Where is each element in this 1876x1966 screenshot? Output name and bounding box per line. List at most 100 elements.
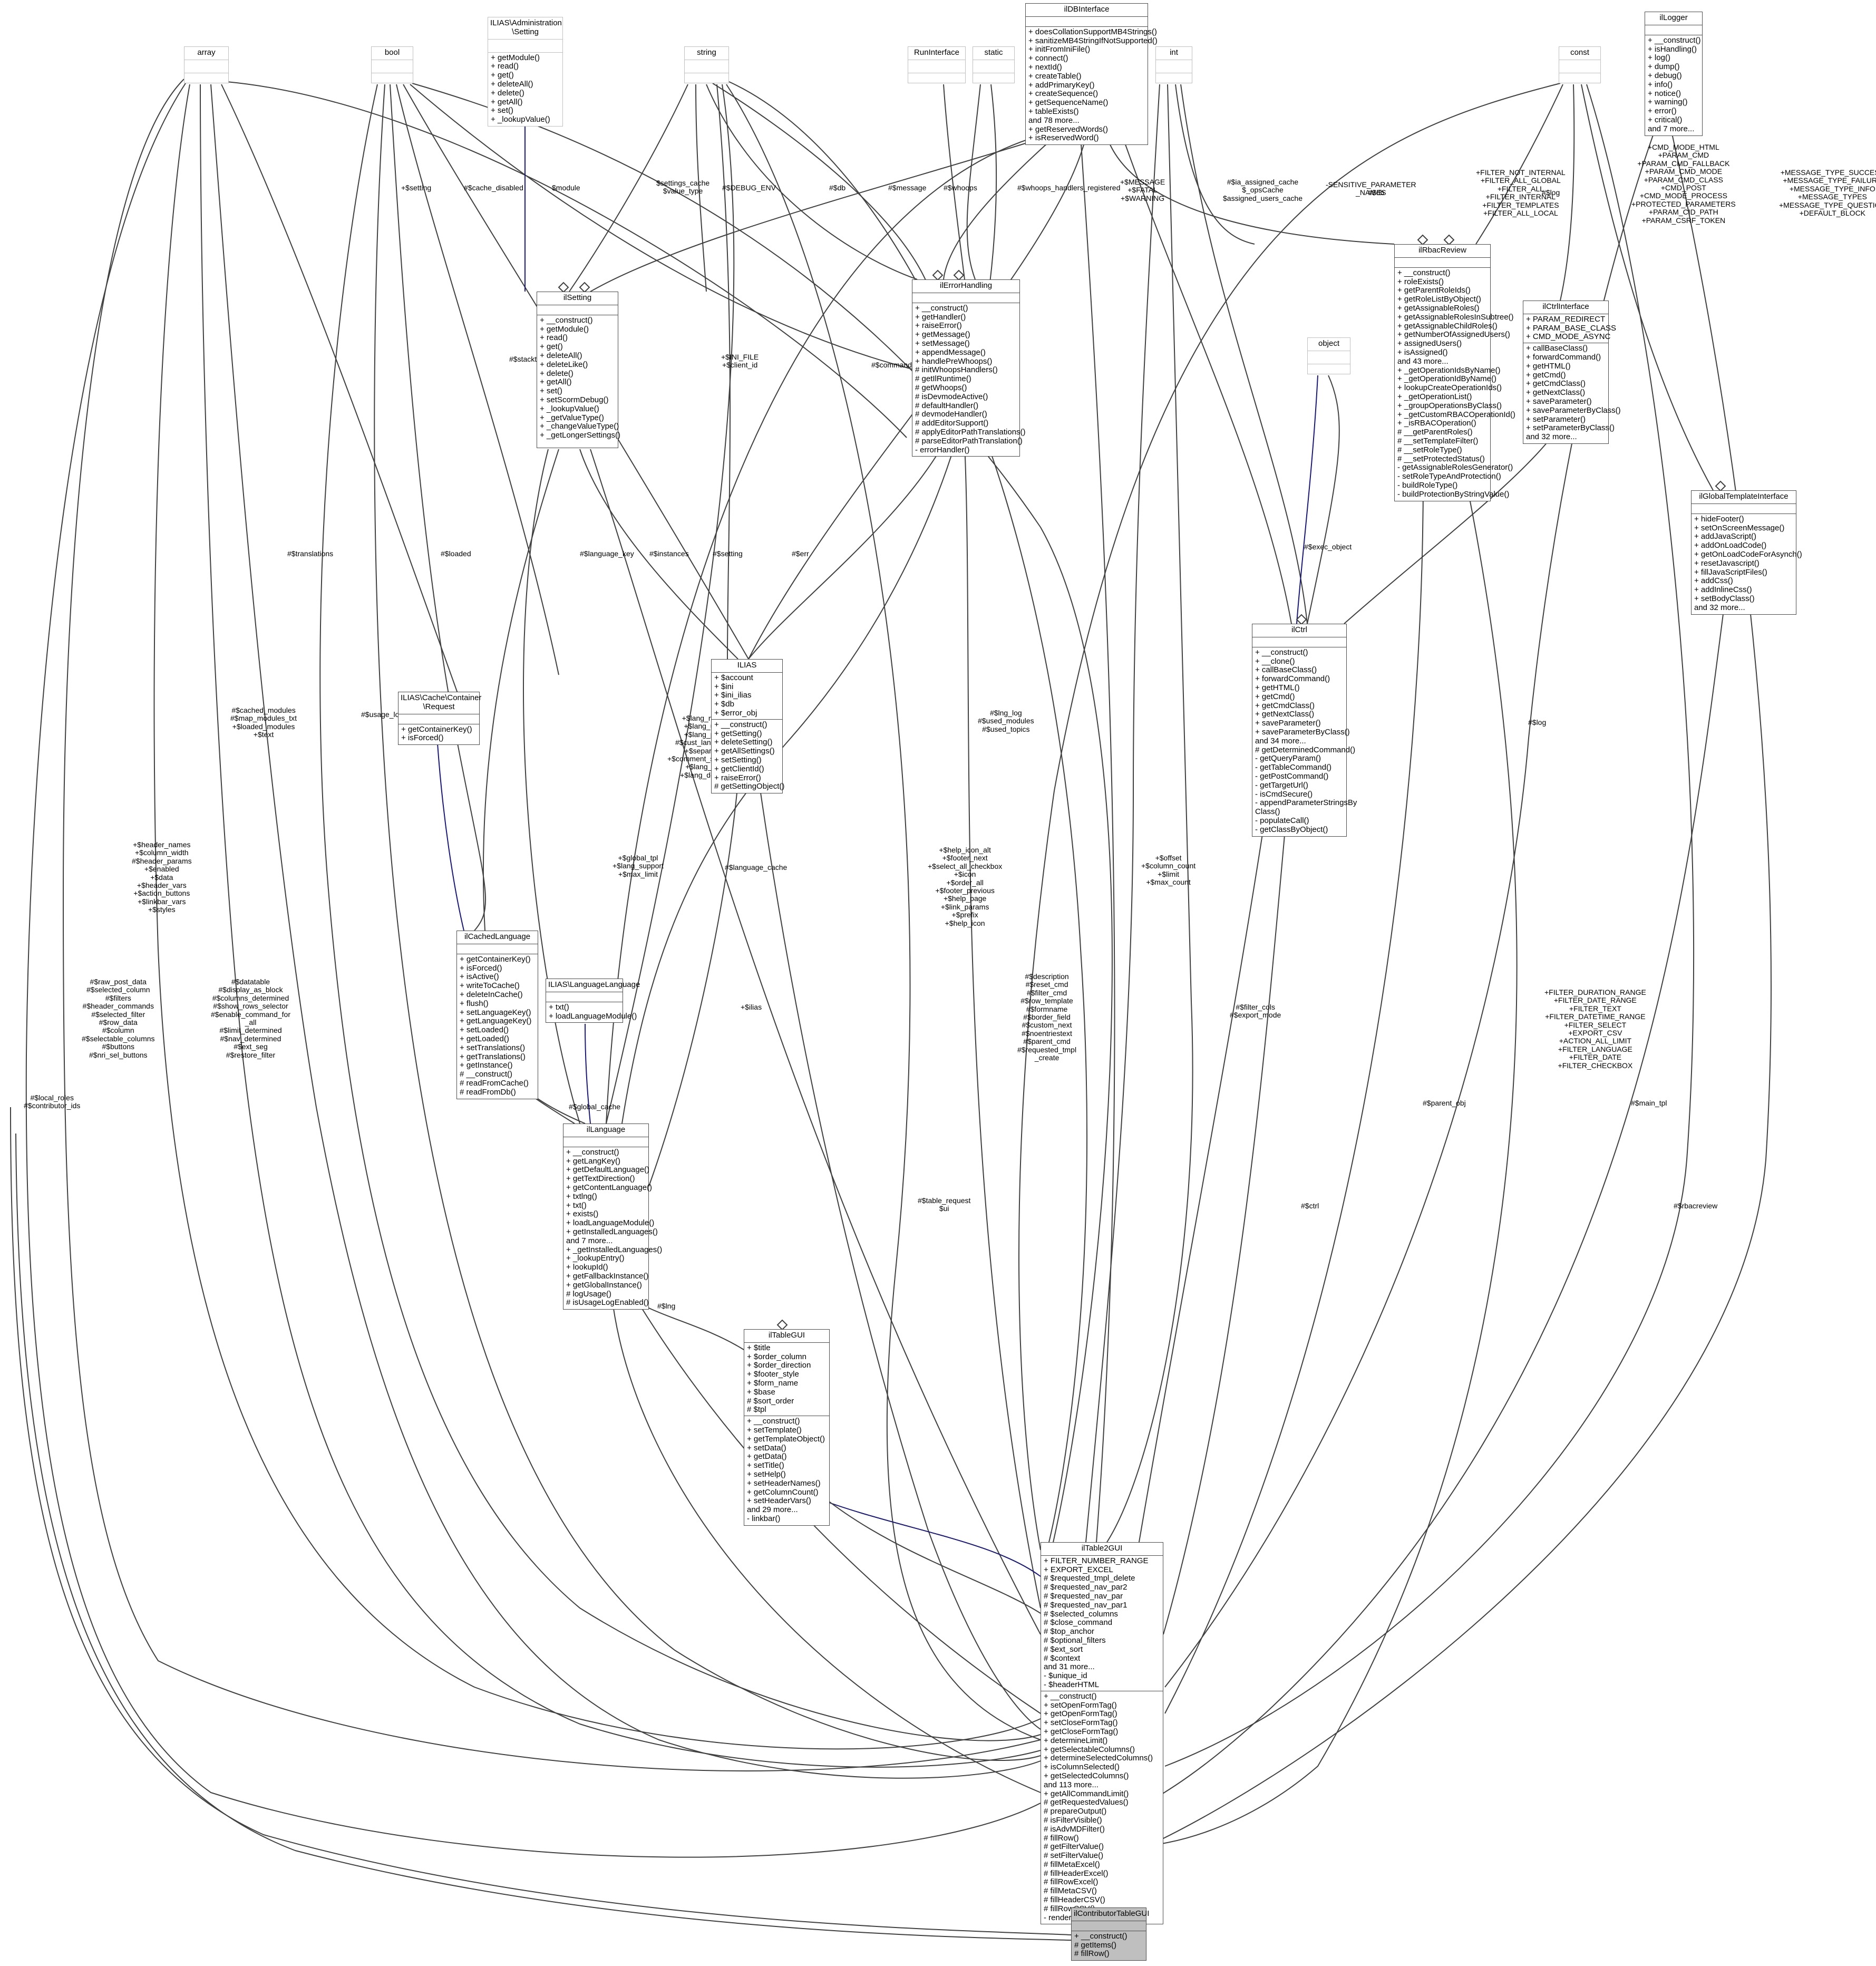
attribute-row: + EXPORT_EXCEL (1044, 1565, 1113, 1574)
operation-row: + setSetting() (714, 755, 762, 764)
class-node-RunInterface[interactable]: RunInterface (908, 46, 966, 83)
class-attributes-static (973, 60, 1014, 73)
class-node-array[interactable]: array (184, 46, 229, 83)
class-node-bool[interactable]: bool (371, 46, 413, 83)
operation-row: + _getInstalledLanguages() (566, 1245, 663, 1254)
class-node-ILIAS_LanguageLanguage[interactable]: ILIAS\LanguageLanguage+ txt()+ loadLangu… (546, 979, 640, 1023)
operation-row: + critical() (1648, 115, 1683, 124)
class-node-ilSetting[interactable]: ilSetting+ __construct()+ getModule()+ r… (537, 292, 620, 448)
operation-row: + getCmd() (1526, 370, 1566, 380)
operation-row: + isAssigned() (1397, 347, 1448, 357)
class-attributes-ilLanguage (563, 1137, 648, 1147)
class-node-ILIAS_Cache_Container_Request[interactable]: ILIAS\Cache\Container \Request + getConta… (398, 692, 481, 745)
class-node-ILIAS_Administration_Setting[interactable]: ILIAS\Administration \Setting+ getModule… (488, 17, 563, 127)
class-title-ilSetting: ilSetting (537, 292, 618, 305)
operation-row: + getAssignableChildRoles() (1397, 321, 1498, 331)
attribute-row: - $headerHTML (1044, 1680, 1100, 1689)
operation-row: + getHTML() (1255, 683, 1300, 692)
edge-label-whoops: #$whoops (944, 183, 977, 192)
operation-row: + getCmdClass() (1255, 701, 1315, 710)
class-operations-ilCtrlInterface: + callBaseClass()+ forwardCommand()+ get… (1523, 343, 1621, 443)
attribute-row: + $base (747, 1387, 775, 1397)
class-title-ilErrorHandling: ilErrorHandling (912, 280, 1019, 293)
operation-row: + _getOperationList() (1397, 392, 1472, 401)
operation-row: # isDevmodeActive() (915, 392, 988, 401)
class-attributes-ilContributorTableGUI (1072, 1921, 1146, 1931)
class-attributes-object (1308, 351, 1350, 364)
class-node-ilErrorHandling[interactable]: ilErrorHandling+ __construct()+ getHandl… (912, 279, 1026, 457)
class-title-ilCtrl: ilCtrl (1252, 624, 1346, 637)
edge-label-translations: #$translations (287, 549, 334, 558)
edge-label-cache_disabled: #$cache_disabled (464, 183, 523, 192)
class-node-object[interactable]: object (1307, 337, 1350, 374)
operation-row: + delete() (491, 88, 524, 98)
operation-row: + get() (491, 71, 514, 80)
operation-row: + fillJavaScriptFiles() (1694, 567, 1767, 577)
class-node-ilGlobalTemplateInterface[interactable]: ilGlobalTemplateInterface+ hideFooter()+… (1691, 490, 1802, 615)
operation-row: + __construct() (1648, 35, 1701, 45)
operation-row: # initWhoopsHandlers() (915, 365, 998, 375)
attribute-row: # $close_command (1044, 1618, 1113, 1628)
operation-row: and 113 more... (1044, 1780, 1099, 1789)
operation-row: + getReservedWords() (1028, 124, 1109, 134)
attribute-row: + $order_column (747, 1352, 806, 1361)
class-node-ilCachedLanguage[interactable]: ilCachedLanguage+ getContainerKey()+ isF… (456, 931, 538, 1099)
class-title-ilTable2GUI: ilTable2GUI (1041, 1543, 1163, 1556)
class-title-ILIAS_Cache_Container_Request: ILIAS\Cache\Container \Request (398, 692, 481, 714)
class-title-ilRbacReview: ilRbacReview (1395, 245, 1490, 258)
operation-row: + getContentLanguage() (566, 1183, 653, 1192)
class-node-string[interactable]: string (684, 46, 729, 83)
class-title-array: array (184, 47, 228, 60)
class-node-static[interactable]: static (973, 46, 1015, 83)
edge-label-db1: #$db (829, 183, 846, 192)
class-node-ilContributorTableGUI[interactable]: ilContributorTableGUI+ __construct()# ge… (1071, 1907, 1149, 1961)
operation-row: + getModule() (491, 53, 540, 62)
edge-label-err: #$err (792, 549, 809, 558)
class-title-ilLanguage: ilLanguage (563, 1124, 648, 1137)
class-node-const[interactable]: const (1559, 46, 1601, 83)
operation-row: + getContainerKey() (460, 954, 531, 964)
class-node-ilTableGUI[interactable]: ilTableGUI+ $title+ $order_column+ $orde… (744, 1329, 830, 1526)
operation-row: + resetJavascript() (1694, 558, 1760, 568)
operation-row: + setLanguageKey() (460, 1008, 531, 1017)
edge-label-rbacreview: #$rbacreview (1674, 1202, 1718, 1210)
class-title-ilTableGUI: ilTableGUI (744, 1330, 829, 1343)
operation-row: + isReservedWord() (1028, 133, 1099, 143)
operation-row: + setHelp() (747, 1469, 786, 1479)
class-operations-ILIAS_Cache_Container_Request: + getContainerKey()+ isForced() (398, 724, 479, 745)
edge-label-exec_object: #$exec_object (1304, 543, 1352, 551)
class-node-ilCtrlInterface[interactable]: ilCtrlInterface+ PARAM_REDIRECT+ PARAM_B… (1523, 301, 1621, 444)
edge-label-settings_cache: $settings_cache $value_type (656, 179, 710, 196)
attribute-row: + $footer_style (747, 1370, 799, 1379)
class-node-ilDBInterface[interactable]: ilDBInterface+ doesCollationSupportMB4St… (1025, 3, 1158, 146)
operation-row: # fillHeaderExcel() (1044, 1868, 1109, 1878)
operation-row: + getAssignableRolesInSubtree() (1397, 312, 1514, 322)
operation-row: and 29 more... (747, 1505, 798, 1515)
class-node-ilLogger[interactable]: ilLogger+ __construct()+ isHandling()+ l… (1645, 12, 1703, 136)
class-title-RunInterface: RunInterface (908, 47, 965, 60)
attribute-row: + PARAM_REDIRECT (1526, 314, 1606, 324)
class-operations-ILIAS_Administration_Setting: + getModule()+ read()+ get()+ deleteAll(… (488, 53, 562, 126)
operation-row: + setCloseFormTag() (1044, 1718, 1118, 1728)
operation-row: and 32 more... (1694, 603, 1745, 612)
operation-row: + set() (540, 386, 562, 396)
operation-row: + __construct() (915, 303, 968, 313)
operation-row: + _changeValueType() (540, 422, 619, 431)
operation-row: + forwardCommand() (1526, 352, 1601, 362)
operation-row: # getDeterminedCommand() (1255, 745, 1356, 754)
operation-row: + getData() (747, 1452, 787, 1461)
class-node-ilTable2GUI[interactable]: ilTable2GUI+ FILTER_NUMBER_RANGE+ EXPORT… (1041, 1542, 1163, 1925)
operation-row: and 32 more... (1526, 432, 1577, 442)
operation-row: + setData() (747, 1443, 786, 1452)
operation-row: + flush() (460, 999, 489, 1008)
operation-row: + _getOperationIdByName() (1397, 374, 1497, 384)
operation-row: + _lookupValue() (491, 115, 550, 124)
class-node-int[interactable]: int (1155, 46, 1192, 83)
class-node-ILIAS[interactable]: ILIAS+ $account+ $ini+ $ini_ilias+ $db+ … (711, 659, 784, 794)
class-node-ilCtrl[interactable]: ilCtrl+ __construct()+ __clone()+ callBa… (1252, 624, 1357, 837)
operation-row: + appendMessage() (915, 347, 986, 357)
class-node-ilLanguage[interactable]: ilLanguage+ __construct()+ getLangKey()+… (563, 1124, 663, 1310)
class-node-ilRbacReview[interactable]: ilRbacReview+ __construct()+ roleExists(… (1394, 244, 1515, 501)
edge-label-setting1: +$setting (401, 183, 432, 192)
